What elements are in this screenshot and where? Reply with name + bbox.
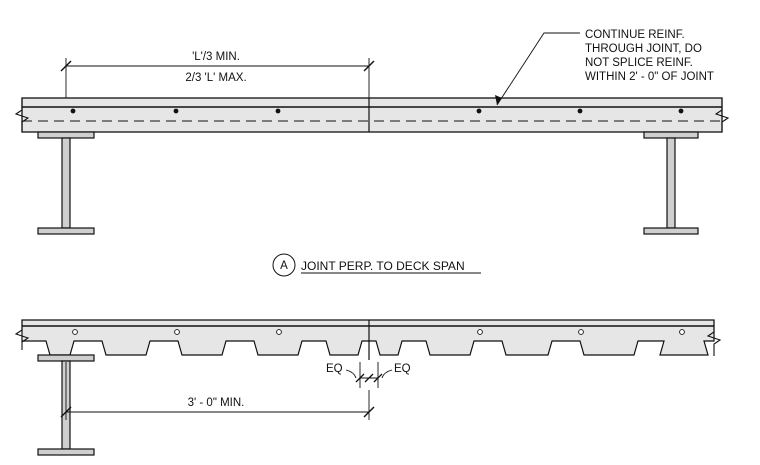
break-mark-left-a <box>14 98 30 132</box>
detail-b: EQ EQ 3' - 0" MIN. <box>14 319 722 456</box>
note-line-3: NOT SPLICE REINF. <box>585 57 693 69</box>
i-beam-left-a <box>37 131 95 235</box>
detail-a: 'L'/3 MIN. 2/3 'L' MAX. CONTINUE REINF. … <box>14 29 730 277</box>
rebar-dot <box>577 108 583 114</box>
eq-left-label: EQ <box>326 363 343 375</box>
rebar-circles-b <box>72 329 685 335</box>
rebar-circle <box>477 329 483 335</box>
rebar-dot <box>476 108 482 114</box>
slab-a <box>21 97 723 133</box>
dimension-a: 'L'/3 MIN. 2/3 'L' MAX. <box>60 51 375 98</box>
detail-marker-circle <box>272 253 296 277</box>
rebar-circle <box>174 329 180 335</box>
break-mark-right-b <box>706 320 722 356</box>
rebar-dots-a <box>70 108 684 114</box>
note-line-2: THROUGH JOINT, DO <box>585 43 702 55</box>
rebar-circle <box>72 329 78 335</box>
break-mark-left-b <box>14 320 30 350</box>
rebar-dot <box>173 108 179 114</box>
rebar-dot <box>70 108 76 114</box>
dimension-b: 3' - 0" MIN. <box>60 362 375 420</box>
dim-3ft-label: 3' - 0" MIN. <box>188 397 245 409</box>
rebar-circle <box>276 329 282 335</box>
detail-a-title: A JOINT PERP. TO DECK SPAN <box>272 253 481 277</box>
detail-marker-letter: A <box>280 260 288 272</box>
note-line-1: CONTINUE REINF. <box>585 29 685 41</box>
i-beam-right-a <box>643 131 699 235</box>
break-mark-right-a <box>714 98 730 132</box>
eq-right-label: EQ <box>394 363 411 375</box>
reinf-note: CONTINUE REINF. THROUGH JOINT, DO NOT SP… <box>495 29 714 106</box>
rebar-dot <box>275 108 281 114</box>
rebar-circle <box>578 329 584 335</box>
slab-b <box>21 319 715 356</box>
detail-a-title-text: JOINT PERP. TO DECK SPAN <box>301 259 465 273</box>
dim-min-label: 'L'/3 MIN. <box>192 51 240 63</box>
eq-marks: EQ EQ <box>326 362 411 388</box>
dim-max-label: 2/3 'L' MAX. <box>185 72 246 84</box>
rebar-circle <box>679 329 685 335</box>
rebar-dot <box>678 108 684 114</box>
note-line-4: WITHIN 2' - 0" OF JOINT <box>585 71 714 83</box>
